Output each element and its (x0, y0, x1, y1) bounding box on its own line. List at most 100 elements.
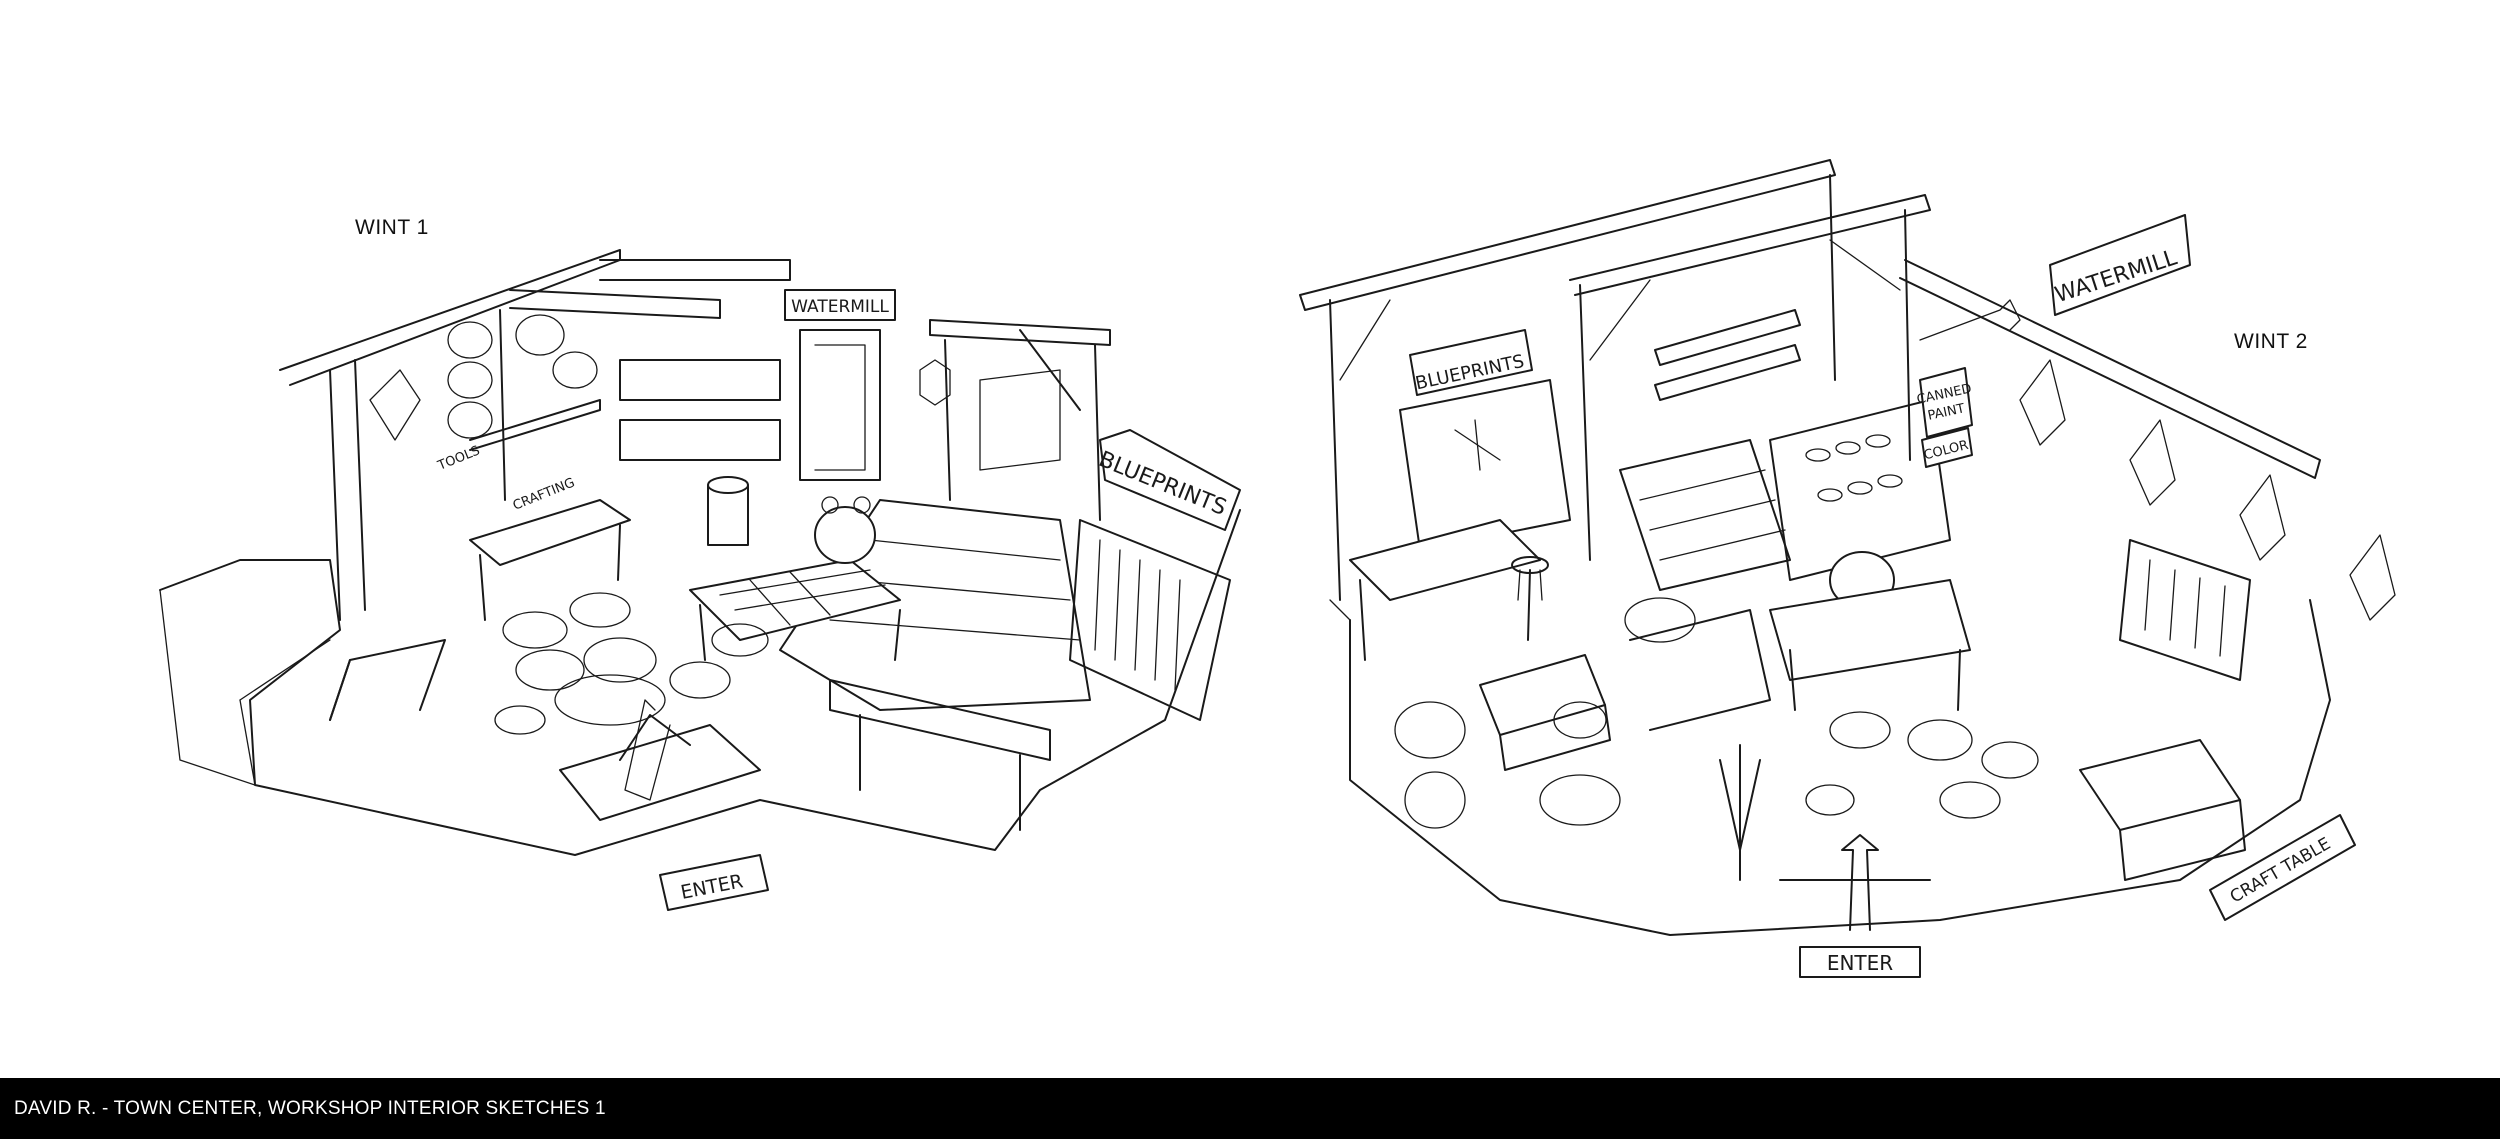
cross-beam (509, 289, 721, 319)
window-right (2239, 474, 2286, 561)
tool-slot (2194, 577, 2201, 649)
table-grid (719, 569, 871, 596)
rack-slot (1134, 559, 1141, 671)
blueprint-desk (1349, 519, 1541, 601)
roof-beam-front (1569, 194, 1931, 296)
post-3 (499, 309, 506, 501)
floor-stone (711, 623, 769, 657)
enter-sign-text: ENTER (1827, 951, 1893, 975)
post-center (1579, 284, 1591, 561)
floor-stone (569, 592, 631, 628)
right-post-2 (1094, 344, 1101, 521)
windmill-blade (1454, 429, 1501, 461)
rack-slot (1094, 539, 1101, 651)
floor-stone (583, 637, 657, 683)
wall-stone (552, 351, 598, 389)
tool-rack (2119, 539, 2251, 681)
desk-leg (1359, 579, 1366, 661)
table-leg (1789, 649, 1796, 711)
wall-stone (447, 321, 493, 359)
paint-shelf (1769, 399, 1951, 581)
window-right (2349, 534, 2396, 621)
floor-edge (239, 699, 256, 786)
sketch-wint2: WATERMILL BLUEPRINTS (1250, 0, 2500, 1078)
watermill-sign-frame (2049, 214, 2191, 316)
back-shelf-2 (1654, 344, 1801, 401)
back-shelf (619, 359, 781, 401)
floor-stone (502, 611, 568, 649)
footer-caption: DAVID R. - TOWN CENTER, WORKSHOP INTERIO… (14, 1097, 606, 1119)
floor-outline (1349, 599, 2331, 936)
craft-table (2079, 739, 2241, 831)
post-1 (329, 369, 341, 621)
deck-plank (849, 579, 1071, 601)
bench-leg (479, 554, 486, 621)
right-window (979, 369, 1061, 471)
shelf (469, 399, 601, 451)
watermill-sign-frame (784, 289, 896, 321)
craft-table-side (2119, 799, 2246, 881)
brace (1829, 239, 1901, 291)
table-grid (789, 571, 831, 616)
artboard: WINT 1 WINT 2 (159, 0, 2500, 1078)
floor-stone (1805, 784, 1855, 816)
rack-slot (1154, 569, 1161, 681)
table-grid (734, 584, 886, 611)
enter-arrow-icon (1841, 834, 1879, 931)
stool-leg (1517, 569, 1521, 601)
footer-bar: DAVID R. - TOWN CENTER, WORKSHOP INTERIO… (0, 1078, 2500, 1139)
floor-stone (494, 705, 546, 735)
floor-stone (1624, 597, 1696, 643)
work-table (1769, 579, 1971, 681)
floor-stone (1829, 711, 1891, 749)
floor-stone (1981, 741, 2039, 779)
paint-can-icon (1865, 434, 1891, 448)
right-beam (929, 319, 1111, 346)
floor-stone (1553, 701, 1607, 739)
paint-can-icon (1805, 448, 1831, 462)
table-leg (699, 604, 706, 661)
top-beam-center (599, 259, 791, 281)
crate-side (1499, 704, 1611, 771)
deck-plank (869, 539, 1061, 561)
floor-stone (554, 674, 666, 726)
desk-leg (1527, 569, 1531, 641)
post-left (1329, 299, 1341, 601)
rack-slot (1114, 549, 1121, 661)
color-sign-frame (1921, 427, 1973, 468)
left-ledge (159, 589, 256, 786)
tools-bench (469, 499, 631, 566)
paint-can-icon (1877, 474, 1903, 488)
floor-stone (1404, 771, 1466, 829)
enter-sign-frame (659, 854, 769, 911)
lower-stairs (1629, 609, 1771, 731)
deck-plank (829, 619, 1081, 641)
enter-sign-frame (1799, 946, 1921, 978)
post-back (1829, 174, 1836, 381)
enter-arrow-icon (624, 699, 671, 801)
floor-stone (669, 661, 731, 699)
stool-leg (1539, 569, 1543, 601)
blueprint-rack (1069, 519, 1231, 721)
craft-table-sign-frame (2209, 814, 2356, 921)
front-bench (829, 679, 1051, 761)
table-leg (1957, 649, 1961, 711)
entrance-mat (559, 724, 761, 821)
character-ear (853, 496, 871, 514)
lantern-icon (919, 359, 951, 406)
window-left (369, 369, 421, 441)
floor-stone (1394, 701, 1466, 759)
blueprint-board (1399, 379, 1571, 551)
paint-can-icon (1817, 488, 1843, 502)
tool-slot (2144, 559, 2151, 631)
floor-stone (1539, 774, 1621, 826)
brace (1589, 279, 1651, 361)
table-grid (749, 579, 791, 626)
sketch-wint2-drawing: WATERMILL BLUEPRINTS (1299, 159, 2396, 978)
floor-stone (515, 649, 585, 691)
left-step (239, 639, 331, 701)
bench-leg (617, 524, 621, 581)
sawhorse-leg (329, 659, 351, 721)
watermill-sign-text: WATERMILL (791, 297, 889, 317)
post-right (1904, 209, 1911, 461)
